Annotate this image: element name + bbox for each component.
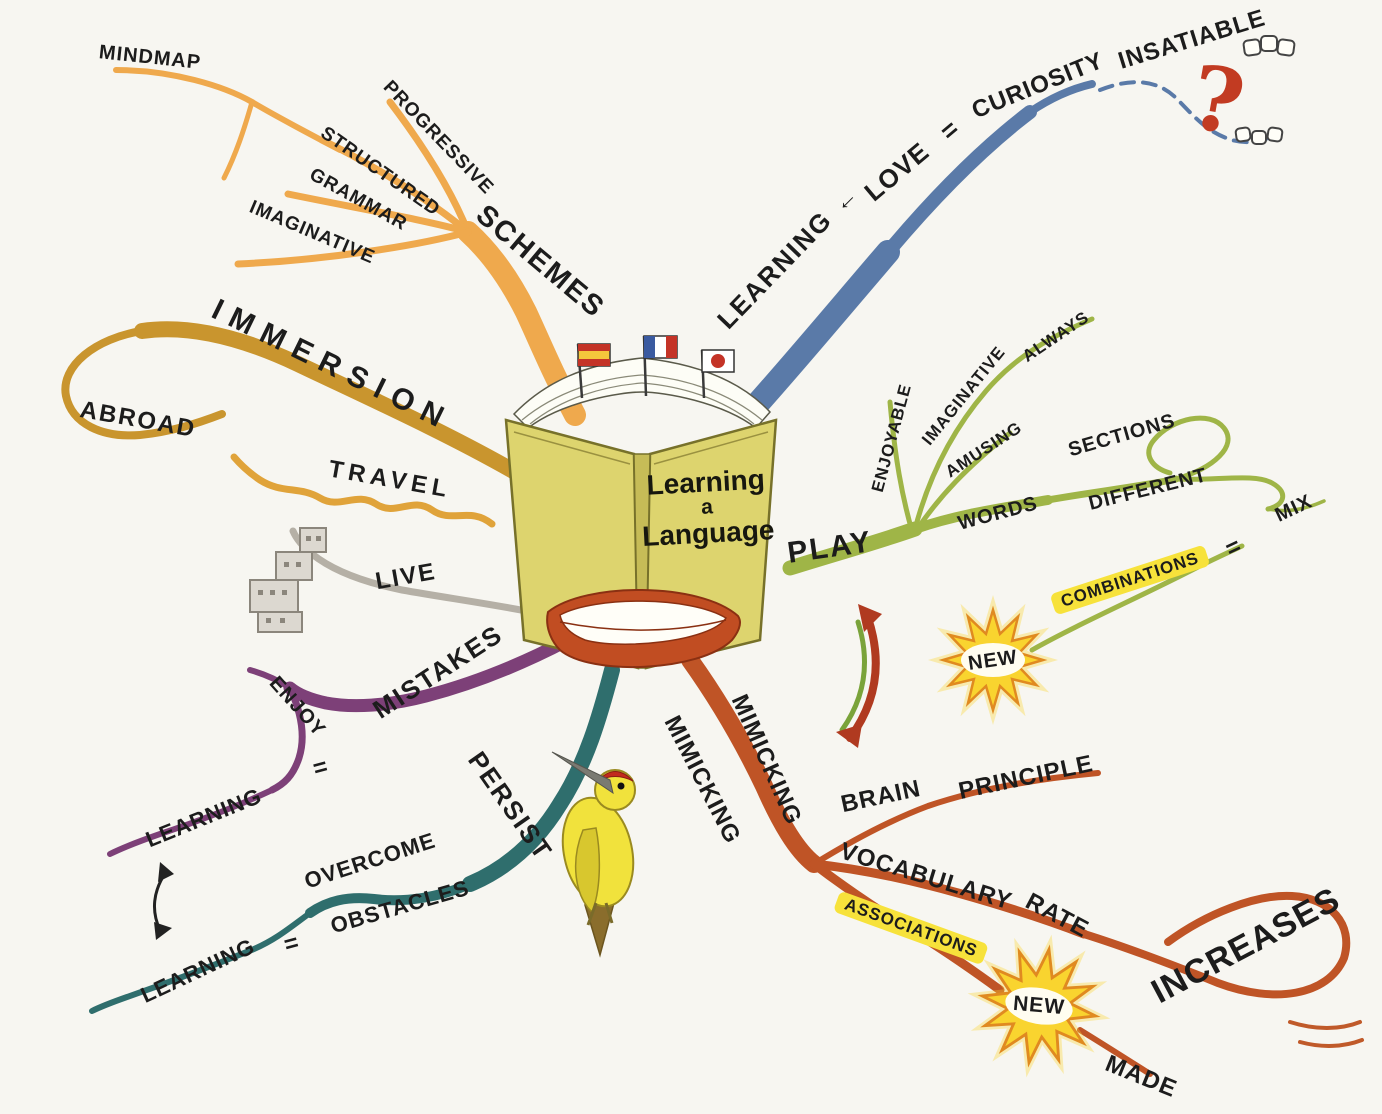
- center-book-illustration: [504, 335, 778, 670]
- flag-france: [643, 335, 678, 359]
- starburst-new-play: [928, 595, 1058, 725]
- double-arrow-learning-persist: [153, 862, 174, 940]
- branch-play: [782, 316, 1326, 653]
- flag-spain: [577, 343, 611, 367]
- book-pages-fan: [512, 357, 772, 430]
- flag-japan: [701, 349, 735, 373]
- branch-mimicking: [681, 651, 1364, 1077]
- starburst-new-mimicking: [955, 922, 1123, 1090]
- label-new-mimicking: NEW: [1012, 991, 1066, 1020]
- branch-love: [740, 80, 1272, 422]
- woodpecker-illustration: [551, 751, 636, 958]
- center-title: Learning a Language: [639, 464, 775, 553]
- branch-mistakes: [107, 633, 575, 857]
- smiling-mouth: [546, 589, 741, 669]
- teeth-sketch-top: [1242, 35, 1296, 57]
- branch-persist: [89, 662, 620, 1014]
- buildings-sketch: [249, 527, 327, 633]
- double-arrow-play-mimicking: [836, 604, 882, 748]
- teeth-sketch-bottom: [1234, 126, 1284, 145]
